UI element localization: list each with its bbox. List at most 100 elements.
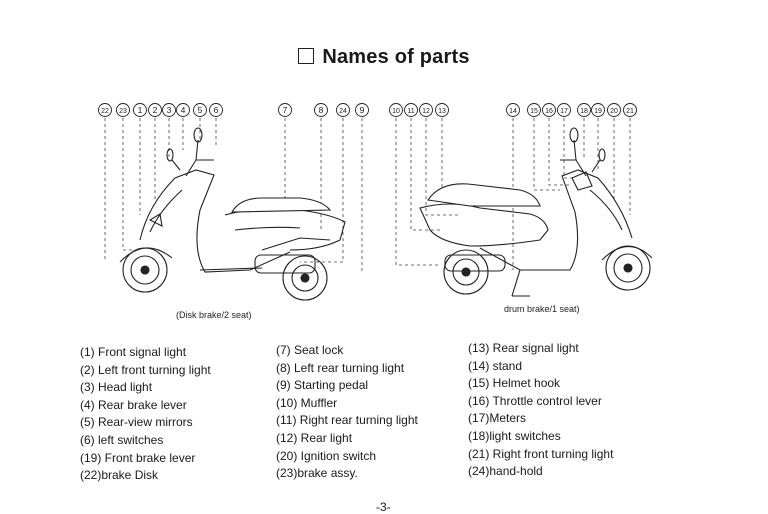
callout-circle — [557, 103, 571, 117]
callout-7: 7 — [278, 103, 292, 117]
part-item: (12) Rear light — [276, 430, 353, 445]
callout-number: 5 — [198, 105, 203, 115]
callout-circle — [176, 103, 190, 117]
part-item: (8) Left rear turning light — [276, 360, 405, 375]
callout-9: 9 — [355, 103, 369, 117]
parts-list-column-3: (13) Rear signal light (14) stand (15) H… — [468, 340, 613, 481]
part-item: (4) Rear brake lever — [80, 397, 187, 412]
callout-24: 24 — [336, 103, 350, 117]
right-leader-lines — [395, 118, 631, 270]
part-item: (3) Head light — [80, 380, 153, 395]
part-item: (15) Helmet hook — [468, 376, 561, 391]
callout-circle — [404, 103, 418, 117]
part-item: (20) Ignition switch — [276, 448, 377, 463]
callout-number: 23 — [119, 108, 127, 115]
callout-number: 14 — [509, 108, 517, 115]
part-item: (23)brake assy. — [276, 466, 358, 481]
part-item: (7) Seat lock — [276, 343, 344, 357]
callout-number: 3 — [167, 105, 172, 115]
part-item: (13) Rear signal light — [468, 341, 579, 355]
part-item: (18)light switches — [468, 428, 561, 443]
checkbox-square-icon — [298, 48, 315, 64]
callout-circle — [133, 103, 147, 117]
callout-circle — [209, 103, 223, 117]
callout-circle — [314, 103, 328, 117]
callout-23: 23 — [116, 103, 130, 117]
part-item: (11) Right rear turning light — [276, 413, 418, 428]
callout-20: 20 — [607, 103, 621, 117]
right-diagram-caption: drum brake/1 seat) — [504, 304, 580, 314]
part-item: (17)Meters — [468, 411, 527, 426]
callout-circle — [542, 103, 556, 117]
callout-8: 8 — [314, 103, 328, 117]
callout-number: 15 — [530, 108, 538, 115]
callout-21: 21 — [623, 103, 637, 117]
callout-number: 19 — [594, 108, 602, 115]
callout-circle — [607, 103, 621, 117]
parts-list-column-1: (1) Front signal light (2) Left front tu… — [80, 344, 211, 485]
callout-circle — [98, 103, 112, 117]
callout-5: 5 — [193, 103, 207, 117]
callout-15: 15 — [527, 103, 541, 117]
callout-number: 10 — [392, 108, 400, 115]
right-callout-circles: 10 11 12 13 14 15 16 17 18 19 20 21 — [389, 103, 637, 117]
callout-13: 13 — [435, 103, 449, 117]
part-item: (2) Left front turning light — [80, 362, 211, 377]
part-item: (21) Right front turning light — [468, 446, 614, 461]
part-item: (5) Rear-view mirrors — [80, 415, 193, 430]
callout-circle — [623, 103, 637, 117]
part-item: (24)hand-hold — [468, 464, 543, 479]
callout-number: 21 — [626, 108, 634, 115]
callout-number: 8 — [319, 105, 324, 115]
callout-circle — [577, 103, 591, 117]
right-scooter-drawing — [419, 127, 653, 297]
callout-number: 9 — [360, 105, 365, 115]
callout-number: 13 — [438, 108, 446, 115]
callout-10: 10 — [389, 103, 403, 117]
callout-12: 12 — [419, 103, 433, 117]
page-title-text: Names of parts — [322, 46, 470, 68]
callout-number: 6 — [214, 105, 219, 115]
callout-circle — [355, 103, 369, 117]
callout-circle — [162, 103, 176, 117]
part-item: (16) Throttle control lever — [468, 393, 602, 408]
part-item: (6) left switches — [80, 432, 164, 447]
parts-list-column-2: (7) Seat lock (8) Left rear turning ligh… — [276, 342, 418, 483]
callout-number: 12 — [422, 108, 430, 115]
callout-number: 22 — [101, 108, 109, 115]
left-scooter-drawing — [119, 127, 346, 301]
callout-11: 11 — [404, 103, 418, 117]
callout-3: 3 — [162, 103, 176, 117]
callout-circle — [148, 103, 162, 117]
page-title: Names of parts — [0, 46, 768, 69]
callout-number: 18 — [580, 108, 588, 115]
callout-number: 17 — [560, 108, 568, 115]
callout-circle — [419, 103, 433, 117]
page-number: -3- — [376, 500, 391, 514]
left-leader-lines — [104, 118, 363, 271]
callout-circle — [193, 103, 207, 117]
callout-number: 24 — [339, 108, 347, 115]
callout-1: 1 — [133, 103, 147, 117]
callout-number: 2 — [153, 105, 158, 115]
part-item: (14) stand — [468, 358, 523, 373]
part-item: (10) Muffler — [276, 395, 338, 410]
callout-4: 4 — [176, 103, 190, 117]
callout-circle — [389, 103, 403, 117]
callout-circle — [116, 103, 130, 117]
callout-circle — [591, 103, 605, 117]
callout-number: 16 — [545, 108, 553, 115]
callout-2: 2 — [148, 103, 162, 117]
callout-22: 22 — [98, 103, 112, 117]
callout-number: 1 — [138, 105, 143, 115]
callout-circle — [336, 103, 350, 117]
callout-circle — [527, 103, 541, 117]
part-item: (22)brake Disk — [80, 468, 159, 483]
callout-circle — [506, 103, 520, 117]
callout-18: 18 — [577, 103, 591, 117]
part-item: (19) Front brake lever — [80, 450, 196, 465]
callout-number: 4 — [181, 105, 186, 115]
part-item: (9) Starting pedal — [276, 378, 369, 393]
callout-number: 11 — [407, 108, 414, 115]
